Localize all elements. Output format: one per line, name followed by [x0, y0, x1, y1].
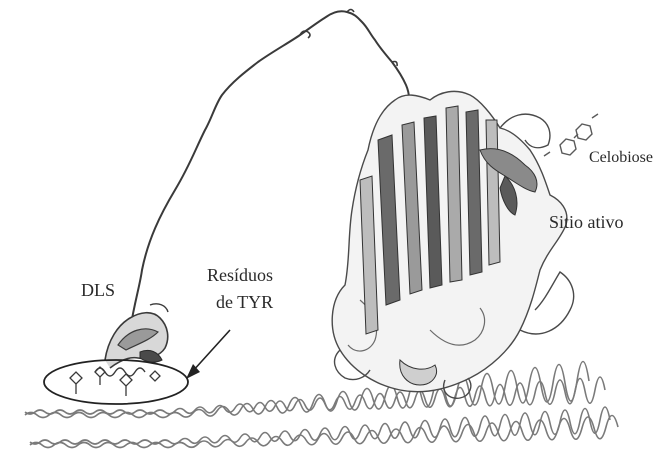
active-site-label: Sitio ativo	[549, 212, 624, 232]
dls-domain	[95, 304, 168, 376]
catalytic-domain	[332, 91, 573, 398]
residues-arrow	[186, 330, 230, 379]
residues-label-line2: de TYR	[216, 292, 273, 312]
cellobiose-label: Celobiose	[589, 148, 653, 168]
cellulose-fiber-upper	[25, 362, 605, 418]
linker-detail	[300, 10, 397, 67]
dls-label: DLS	[81, 280, 115, 300]
residues-label-line1: Resíduos	[207, 265, 273, 285]
cellulose-fiber-lower	[30, 407, 618, 448]
tyr-residues-ellipse	[44, 360, 188, 404]
